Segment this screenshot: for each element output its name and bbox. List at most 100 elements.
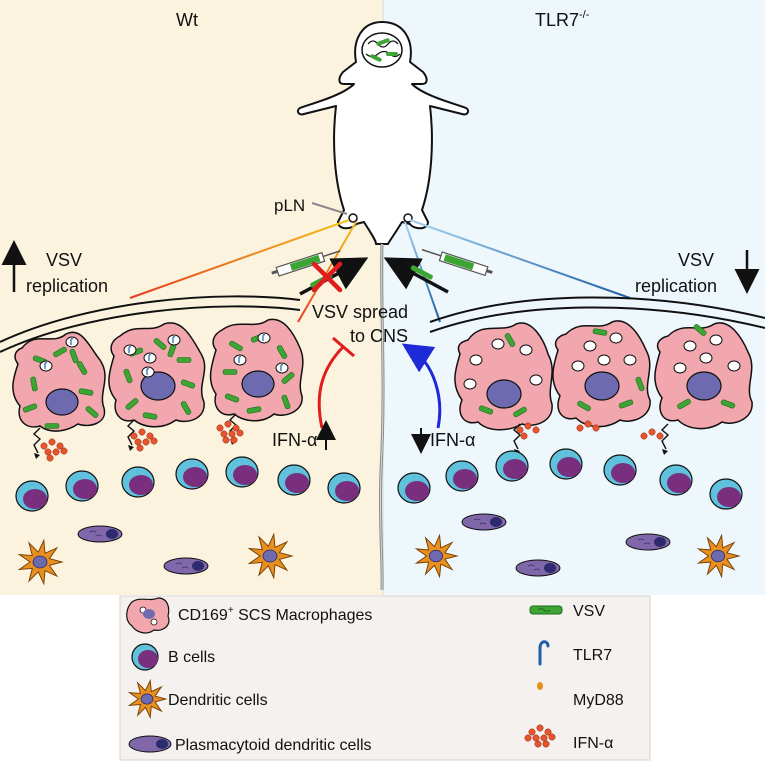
vacuole <box>233 354 247 366</box>
vsv-replication-left-line2: replication <box>26 276 108 296</box>
vsv-replication-right-line2: replication <box>635 276 717 296</box>
wt-title: Wt <box>176 10 198 30</box>
vacuole <box>275 362 289 374</box>
vsv-particle <box>85 406 99 418</box>
vsv-particle <box>153 338 167 350</box>
tlr7-receptor <box>148 354 152 361</box>
pln-pointer <box>311 202 348 215</box>
vsv-particle <box>53 346 67 358</box>
ifn-dot <box>52 448 60 456</box>
ifn-dot <box>524 422 532 430</box>
vsv-particle <box>281 372 295 384</box>
ifn-dot <box>584 420 592 428</box>
legend-box <box>119 595 651 761</box>
ifn-dot <box>216 424 224 432</box>
capsule-left <box>0 295 301 353</box>
ifn-dot <box>60 447 68 455</box>
legend-b-cell-label: B cells <box>168 649 215 666</box>
ifn-dot <box>548 733 556 741</box>
vacuole <box>571 360 585 372</box>
ifn-dot <box>220 430 228 438</box>
legend-pdc-label: Plasmacytoid dendritic cells <box>175 737 372 754</box>
legend-pdc-icon <box>128 735 172 753</box>
vsv-particle <box>677 398 691 410</box>
secretion-arrow <box>512 423 522 450</box>
vacuole <box>709 334 723 346</box>
vsv-particle <box>76 361 88 375</box>
vacuole <box>65 336 79 348</box>
vacuole <box>727 360 741 372</box>
vsv-particle <box>180 379 196 389</box>
ifn-dot <box>532 734 540 742</box>
ifn-inhibition-arrow <box>317 344 346 429</box>
vacuole <box>529 374 543 386</box>
legend-dendritic-label: Dendritic cells <box>168 692 268 709</box>
vsv-replication-left-line1: VSV <box>46 250 82 270</box>
vacuole <box>491 338 505 350</box>
legend-tlr7-icon <box>538 640 550 666</box>
vsv-particle <box>142 412 158 420</box>
capsule-right <box>429 296 765 333</box>
dendritic-cell <box>127 678 168 720</box>
secretion-arrow <box>126 419 136 446</box>
macrophage-left-1 <box>12 331 106 432</box>
dendritic-cell <box>414 533 459 579</box>
ifn-dot <box>576 424 584 432</box>
vacuole <box>597 354 611 366</box>
ifn-dot <box>536 724 544 732</box>
tlr7-title: TLR7-/- <box>535 9 590 30</box>
vsv-particle <box>69 348 79 364</box>
legend-vsv-label: VSV <box>573 603 605 620</box>
vsv-particle <box>281 394 291 410</box>
vacuole <box>519 344 533 356</box>
vsv-particle <box>125 398 139 410</box>
dendritic-cell <box>247 532 294 580</box>
vsv-spread-line2: to CNS <box>350 326 408 346</box>
vsv-particle <box>513 406 527 418</box>
vsv-particle <box>592 328 608 336</box>
vacuole <box>583 340 597 352</box>
brain-icon <box>361 32 403 68</box>
secretion-arrow <box>32 427 42 454</box>
legend-macrophage-label: CD169+ SCS Macrophages <box>178 605 372 624</box>
vacuole <box>39 360 53 372</box>
vsv-particle <box>22 403 38 413</box>
ifn-dot <box>524 734 532 742</box>
legend-dendritic-icon <box>127 678 168 720</box>
ifn-dot <box>136 444 144 452</box>
vacuole <box>143 352 157 364</box>
vsv-particle <box>635 376 645 392</box>
syringe-right-icon <box>421 248 493 277</box>
cell-details <box>15 324 743 586</box>
ifn-dot <box>540 734 548 742</box>
ifn-dot <box>532 426 540 434</box>
vsv-particle <box>180 401 192 415</box>
ifn-dot <box>516 426 524 434</box>
pln-label: pLN <box>274 196 305 215</box>
vsv-particle <box>44 423 60 429</box>
ifn-dot <box>592 424 600 432</box>
vsv-particle <box>222 369 238 375</box>
ifn-dot <box>130 432 138 440</box>
connector-left-inner <box>297 221 357 323</box>
ifn-dot <box>520 432 528 440</box>
ifn-dot <box>236 429 244 437</box>
tlr7-receptor <box>70 338 74 345</box>
vacuole <box>167 334 181 346</box>
vsv-spread-line1: VSV spread <box>312 302 408 322</box>
vacuole <box>257 332 271 344</box>
vacuole <box>683 340 697 352</box>
vsv-particle <box>229 340 243 352</box>
vsv-particle <box>504 333 516 347</box>
vsv-particle <box>276 345 288 359</box>
tlr7-receptor <box>262 334 266 341</box>
vacuole <box>123 344 137 356</box>
legend-tlr7-label: TLR7 <box>573 647 612 664</box>
ifn-dot <box>542 740 550 748</box>
ifn-dot <box>46 454 54 462</box>
ifn-dot <box>142 438 150 446</box>
legend-macrophage-icon <box>126 597 170 634</box>
pln-node-left <box>348 213 358 223</box>
vsv-particle <box>693 324 707 336</box>
ifn-dot <box>224 420 232 428</box>
